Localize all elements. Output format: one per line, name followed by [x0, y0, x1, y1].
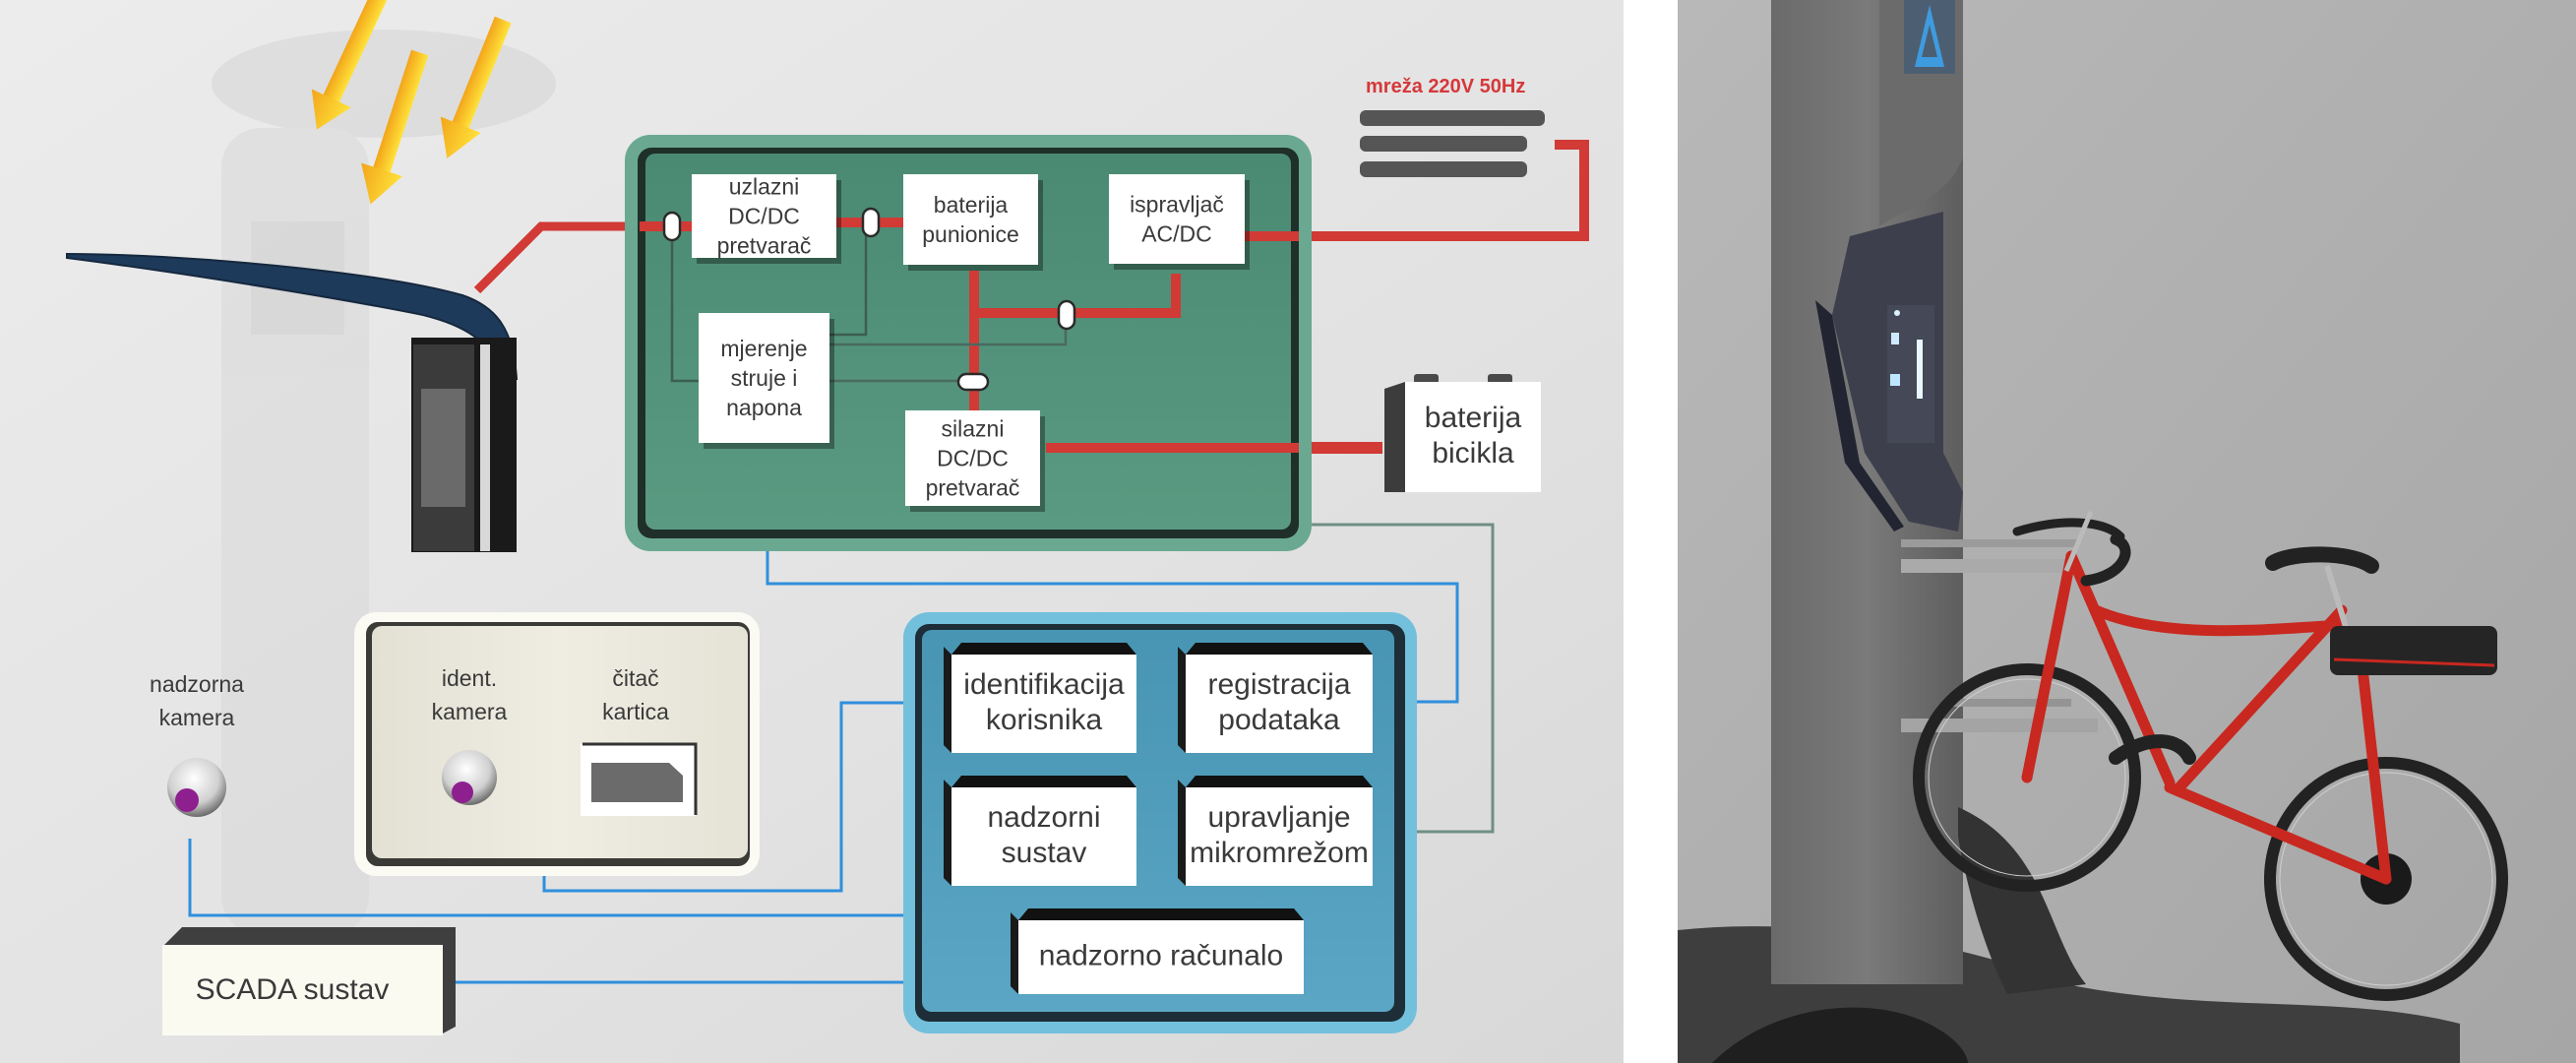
ident-camera-label-line: kamera — [432, 699, 508, 724]
screen-icon — [1894, 310, 1900, 316]
bike-rack — [1901, 539, 2098, 994]
ident-camera-label: ident. kamera — [432, 665, 508, 724]
power-lines — [473, 140, 1589, 454]
power-block-silazni-label-line: silazni — [942, 416, 1005, 442]
card-icon — [1890, 374, 1900, 386]
solar-panel-icon — [66, 252, 519, 552]
data-line-ident — [542, 701, 950, 893]
power-block-mjerenje-label-line: napona — [726, 395, 802, 420]
power-block-baterija_punionice — [903, 174, 1043, 271]
control-block-nadzorni-label-line: sustav — [1002, 837, 1087, 869]
kiosk-screen — [1887, 305, 1934, 443]
power-block-silazni — [905, 410, 1045, 512]
power-block-uzlazni-label-line: uzlazni — [729, 174, 800, 200]
control-block-upravljanje — [1178, 776, 1373, 886]
power-block-mjerenje-label-line: struje i — [731, 365, 798, 391]
scada-label: SCADA sustav — [196, 973, 390, 1006]
kiosk-photo — [1678, 0, 2576, 1063]
control-block-identifikacija — [944, 643, 1136, 753]
power-line-solar — [473, 221, 640, 294]
current-sensor-icon — [1057, 299, 1076, 331]
bike-battery-label-line: bicikla — [1432, 437, 1514, 469]
power-block-silazni-label-line: DC/DC — [937, 446, 1009, 471]
power-block-ispravljac-label-line: AC/DC — [1141, 221, 1212, 247]
control-block-upravljanje-label-line: upravljanje — [1207, 801, 1350, 834]
control-block-registracija — [1178, 643, 1373, 753]
bike-battery-label-line: baterija — [1425, 402, 1522, 434]
electric-bicycle-image — [1913, 511, 2508, 1001]
control-block-identifikacija-label-line: identifikacija — [963, 668, 1125, 701]
power-block-baterija_punionice-label: baterija punionice — [922, 192, 1018, 247]
control-block-registracija-label-line: podataka — [1218, 704, 1340, 736]
scada-label-line: SCADA sustav — [196, 973, 390, 1006]
card-reader-label-line: čitač — [612, 665, 658, 691]
scada-block — [162, 927, 456, 1035]
sunlight-arrows-icon — [311, 0, 512, 205]
signal-line-microgrid — [1312, 523, 1495, 834]
surveillance-camera-label: nadzorna kamera — [150, 671, 244, 730]
power-block-uzlazni-label-line: pretvarač — [717, 233, 812, 259]
surveillance-camera-icon — [167, 758, 226, 817]
card-reader-label: čitač kartica — [602, 665, 669, 724]
power-block-ispravljac-label-line: ispravljač — [1130, 192, 1224, 218]
panel-gap — [1624, 0, 1678, 1063]
control-block-upravljanje-label-line: mikromrežom — [1190, 837, 1369, 869]
control-block-nadzorni-label-line: nadzorni — [987, 801, 1100, 834]
control-block-registracija-label-line: registracija — [1207, 668, 1350, 701]
control-block-racunalo-label-line: nadzorno računalo — [1039, 940, 1284, 972]
current-sensor-icon — [861, 207, 881, 238]
grid-label: mreža 220V 50Hz — [1366, 76, 1525, 97]
current-sensor-icon — [956, 372, 990, 392]
control-block-nadzorni — [944, 776, 1136, 886]
control-block-racunalo-label: nadzorno računalo — [1039, 940, 1284, 972]
power-block-mjerenje — [699, 313, 834, 449]
control-block-identifikacija-label-line: korisnika — [986, 704, 1103, 736]
ident-camera-label-line: ident. — [442, 665, 497, 691]
power-block-silazni-label-line: pretvarač — [926, 475, 1020, 501]
power-grid-icon — [1360, 110, 1545, 177]
user-interface-panel — [354, 612, 760, 876]
power-block-ispravljac — [1109, 174, 1250, 270]
block-layer — [692, 174, 1373, 994]
current-sensor-icon — [662, 211, 682, 242]
power-line-grid — [1245, 140, 1589, 241]
card-reader-icon — [581, 742, 698, 816]
operator-logo — [1904, 0, 1955, 74]
power-block-baterija_punionice-label-line: punionice — [922, 221, 1018, 247]
bike-battery-pack — [2330, 626, 2497, 675]
control-block-racunalo — [1011, 908, 1304, 994]
card-reader-label-line: kartica — [602, 699, 669, 724]
surveillance-camera-label-line: nadzorna — [150, 671, 244, 697]
surveillance-camera-label-line: kamera — [159, 705, 235, 730]
lock-icon — [1891, 333, 1899, 344]
power-block-uzlazni — [692, 174, 841, 264]
power-block-mjerenje-label: mjerenje struje i napona — [720, 336, 807, 420]
power-block-mjerenje-label-line: mjerenje — [720, 336, 807, 361]
power-block-uzlazni-label-line: DC/DC — [728, 204, 800, 229]
bike-battery-block — [1384, 374, 1541, 492]
power-block-baterija_punionice-label-line: baterija — [934, 192, 1009, 218]
